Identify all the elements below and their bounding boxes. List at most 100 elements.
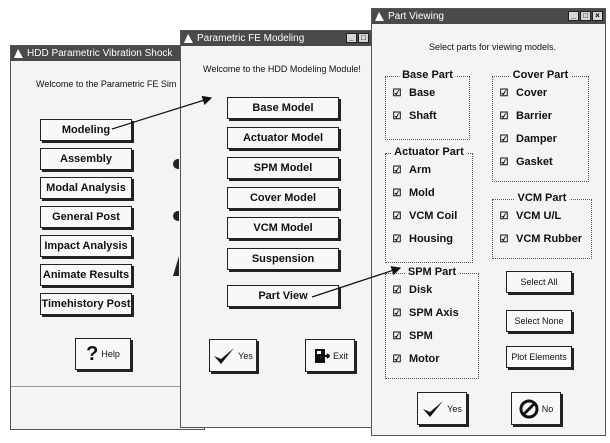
checkbox-label: Barrier	[516, 110, 553, 122]
part-window-titlebar[interactable]: Part Viewing _ □ ×	[372, 9, 605, 24]
checkbox-mold[interactable]: ☑ Mold	[392, 187, 435, 199]
main-welcome-text: Welcome to the Parametric FE Sim	[36, 79, 177, 89]
main-window-title: HDD Parametric Vibration Shock	[27, 48, 173, 59]
assembly-button[interactable]: Assembly	[40, 148, 132, 170]
maximize-button[interactable]: □	[358, 33, 369, 43]
app-icon	[14, 49, 23, 58]
plot-elements-button[interactable]: Plot Elements	[506, 346, 572, 368]
checkbox-label: Shaft	[409, 110, 437, 122]
checkbox-checked-icon: ☑	[499, 110, 509, 122]
fe-window-titlebar[interactable]: Parametric FE Modeling _ □	[181, 31, 371, 46]
checkbox-label: Gasket	[516, 156, 553, 168]
checkbox-checked-icon: ☑	[392, 330, 402, 342]
checkbox-label: Base	[409, 87, 436, 99]
timehistory-post-button[interactable]: Timehistory Post	[40, 293, 132, 315]
select-all-button[interactable]: Select All	[506, 271, 572, 293]
impact-analysis-button[interactable]: Impact Analysis	[40, 235, 132, 257]
checkbox-housing[interactable]: ☑ Housing	[392, 233, 453, 245]
checkbox-label: Mold	[409, 187, 435, 199]
checkbox-checked-icon: ☑	[392, 210, 402, 222]
minimize-button[interactable]: _	[346, 33, 357, 43]
checkbox-checked-icon: ☑	[499, 87, 509, 99]
app-icon	[375, 12, 384, 21]
checkbox-checked-icon: ☑	[392, 284, 402, 296]
fe-window-title: Parametric FE Modeling	[197, 33, 305, 44]
cover-model-button[interactable]: Cover Model	[227, 187, 339, 209]
checkbox-label: VCM Coil	[409, 210, 458, 222]
no-icon	[519, 399, 539, 418]
checkbox-spm[interactable]: ☑SPM	[392, 330, 433, 342]
maximize-button[interactable]: □	[580, 11, 591, 21]
actuator-part-title: Actuator Part	[391, 146, 467, 158]
part-no-button[interactable]: No	[511, 392, 561, 425]
part-yes-label: Yes	[447, 403, 462, 414]
checkbox-shaft[interactable]: ☑ Shaft	[392, 110, 437, 122]
checkbox-arm[interactable]: ☑ Arm	[392, 164, 432, 176]
main-window-bottom-divider	[11, 386, 204, 387]
checkbox-label: Motor	[409, 353, 440, 365]
help-button[interactable]: ? Help	[75, 338, 131, 370]
fe-yes-button[interactable]: Yes	[209, 339, 257, 372]
checkbox-label: Housing	[409, 233, 453, 245]
checkbox-spm-axis[interactable]: ☑ SPM Axis	[392, 307, 459, 319]
checkbox-checked-icon: ☑	[392, 307, 402, 319]
fe-exit-button[interactable]: Exit	[305, 339, 355, 372]
checkbox-checked-icon: ☑	[499, 133, 509, 145]
checkbox-vcm-ul[interactable]: ☑VCM U/L	[499, 210, 562, 222]
minimize-button[interactable]: _	[568, 11, 579, 21]
modeling-button[interactable]: Modeling	[40, 119, 132, 141]
checkbox-cover[interactable]: ☑Cover	[499, 87, 548, 99]
actuator-model-button[interactable]: Actuator Model	[227, 127, 339, 149]
part-window-controls: _ □ ×	[568, 11, 603, 21]
checkbox-disk[interactable]: ☑ Disk	[392, 284, 433, 296]
checkbox-base[interactable]: ☑Base	[392, 87, 436, 99]
exit-icon	[314, 348, 330, 363]
preview-mark	[173, 256, 179, 276]
select-none-button[interactable]: Select None	[506, 310, 572, 332]
actuator-part-group: Actuator Part ☑ Arm ☑ Mold ☑ VCM Coil ☑ Hous…	[385, 146, 473, 263]
spm-model-button[interactable]: SPM Model	[227, 157, 339, 179]
general-post-button[interactable]: General Post	[40, 206, 132, 228]
checkbox-label: VCM Rubber	[516, 233, 582, 245]
checkbox-checked-icon: ☑	[392, 110, 402, 122]
part-instruction-text: Select parts for viewing models.	[429, 42, 557, 52]
fe-modeling-window: Parametric FE Modeling _ □ Welcome to th…	[173, 30, 372, 428]
checkbox-vcm-coil[interactable]: ☑ VCM Coil	[392, 210, 458, 222]
base-model-button[interactable]: Base Model	[227, 97, 339, 119]
app-icon	[184, 34, 193, 43]
main-window-titlebar[interactable]: HDD Parametric Vibration Shock	[11, 46, 204, 61]
suspension-button[interactable]: Suspension	[227, 248, 339, 270]
fe-welcome-text: Welcome to the HDD Modeling Module!	[203, 64, 361, 74]
checkmark-icon	[214, 347, 235, 364]
part-viewing-window: Part Viewing _ □ × Select parts for view…	[371, 8, 606, 436]
close-button[interactable]: ×	[592, 11, 603, 21]
checkbox-vcm-rubber[interactable]: ☑ VCM Rubber	[499, 233, 582, 245]
checkbox-checked-icon: ☑	[392, 233, 402, 245]
checkbox-motor[interactable]: ☑Motor	[392, 353, 440, 365]
part-view-button[interactable]: Part View	[227, 285, 339, 307]
checkbox-label: SPM Axis	[409, 307, 459, 319]
spm-part-group: SPM Part ☑Disk ☑SPM Axis ☑SPM ☑Motor	[385, 266, 479, 379]
fe-window-controls: _ □	[346, 33, 369, 43]
checkbox-damper[interactable]: ☑Damper	[499, 133, 557, 145]
checkbox-checked-icon: ☑	[499, 210, 509, 222]
checkbox-gasket[interactable]: ☑Gasket	[499, 156, 553, 168]
vcm-part-group: VCM Part ☑VCM U/L ☑VCM Rubber	[492, 192, 592, 259]
spm-part-title: SPM Part	[404, 266, 460, 278]
vcm-model-button[interactable]: VCM Model	[227, 217, 339, 239]
checkbox-label: Arm	[409, 164, 432, 176]
checkbox-barrier[interactable]: ☑ Barrier	[499, 110, 553, 122]
checkbox-checked-icon: ☑	[392, 164, 402, 176]
base-part-group: Base Part ☑Base ☑ Shaft	[385, 69, 470, 140]
base-part-title: Base Part	[399, 69, 456, 81]
main-window: HDD Parametric Vibration Shock Welcome t…	[10, 45, 205, 430]
checkbox-checked-icon: ☑	[499, 233, 509, 245]
animate-results-button[interactable]: Animate Results	[40, 264, 132, 286]
question-icon: ?	[86, 343, 99, 365]
checkbox-label: Disk	[409, 284, 433, 296]
help-label: Help	[101, 349, 120, 359]
modal-analysis-button[interactable]: Modal Analysis	[40, 177, 132, 199]
checkbox-checked-icon: ☑	[392, 187, 402, 199]
cover-part-group: Cover Part ☑Cover ☑Barrier ☑Damper ☑Gask…	[492, 69, 589, 182]
part-yes-button[interactable]: Yes	[417, 392, 467, 425]
